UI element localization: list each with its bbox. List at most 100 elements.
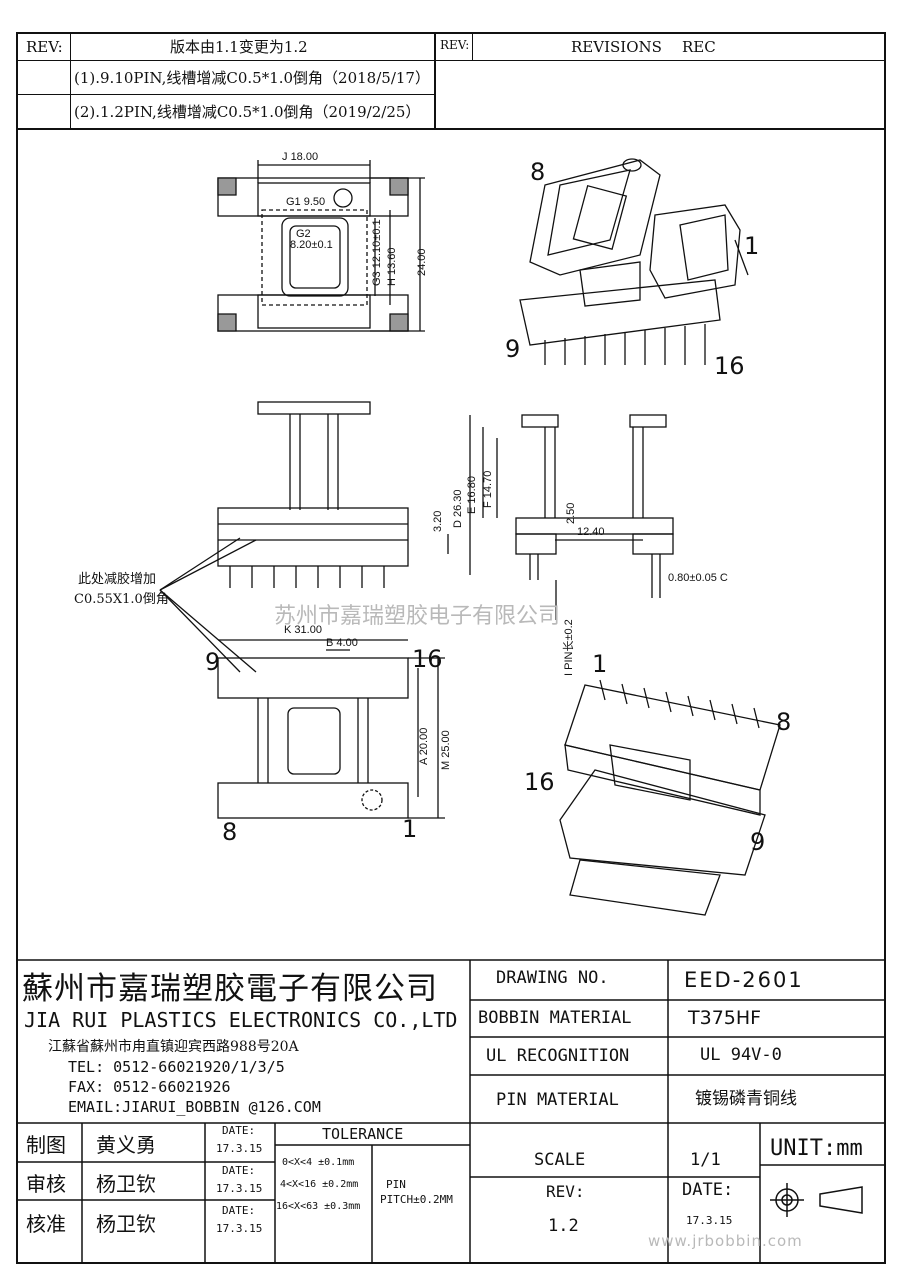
- iso-bottom-pin1: 1: [592, 650, 608, 678]
- bubble-c: C: [719, 572, 728, 584]
- ul-label: UL RECOGNITION: [486, 1046, 630, 1066]
- pin-material-value: 镀锡磷青铜线: [695, 1089, 797, 1109]
- bottom-pin1: 1: [402, 815, 418, 843]
- revisions-label: REVISIONS: [571, 38, 662, 56]
- front-view-outline: [217, 401, 409, 588]
- signoff-role-2: 审核: [26, 1172, 66, 1196]
- watermark-company: 苏州市嘉瑞塑胶电子有限公司: [274, 604, 561, 629]
- note-line-1: 此处减胶增加: [78, 572, 157, 587]
- side-dim-1240: 12.40: [577, 526, 605, 538]
- signoff-role-1: 制图: [26, 1133, 66, 1157]
- drawing-frame: [16, 32, 886, 1264]
- note-arrow-1: [159, 537, 241, 591]
- top-view-outline: [217, 160, 425, 332]
- bottom-dim-k: K 31.00: [284, 624, 322, 636]
- company-email: EMAIL:JIARUI_BOBBIN @126.COM: [68, 1098, 321, 1116]
- signoff-date-3: 17.3.15: [216, 1222, 263, 1235]
- bubble-e: E: [466, 506, 478, 514]
- side-dim-pin-length: I PIN长±0.2: [563, 619, 575, 676]
- bottom-dim-b: B 4.00: [326, 637, 358, 649]
- signoff-date-label-1: DATE:: [222, 1124, 256, 1137]
- bottom-view-outline: [217, 639, 445, 819]
- signoff-name-3: 杨卫钦: [96, 1212, 156, 1236]
- bottom-pin16: 16: [412, 645, 443, 673]
- note-line-2: C0.55X1.0倒角: [74, 592, 169, 607]
- bubble-g1: G1: [286, 196, 301, 208]
- pin-label: PIN: [386, 1178, 406, 1191]
- bubble-i: I: [563, 672, 575, 676]
- iso-bottom-pin9: 9: [750, 828, 766, 856]
- iso-bottom-drawing: [559, 679, 781, 916]
- side-dim-d: D 26.30: [452, 489, 464, 528]
- bobbin-material-label: BOBBIN MATERIAL: [478, 1008, 632, 1028]
- rec-label: REC: [682, 38, 716, 56]
- pin-material-label: PIN MATERIAL: [496, 1090, 619, 1110]
- tolerance-row-2: 4<X<16 ±0.2mm: [280, 1179, 359, 1190]
- rev-row-2: (2).1.2PIN,线槽增减C0.5*1.0倒角（2019/2/25）: [74, 103, 421, 121]
- signoff-date-2: 17.3.15: [216, 1182, 263, 1195]
- top-view-dim-h: H 13.60: [386, 247, 398, 286]
- title-block-grid: [16, 959, 886, 1264]
- unit-label: UNIT:mm: [770, 1136, 863, 1161]
- signoff-role-3: 核准: [26, 1212, 66, 1236]
- tolerance-row-1: 0<X<4 ±0.1mm: [282, 1157, 355, 1168]
- tolerance-row-3: 16<X<63 ±0.3mm: [276, 1201, 361, 1212]
- rev-value-bottom: 1.2: [548, 1216, 579, 1236]
- tolerance-title: TOLERANCE: [322, 1125, 404, 1143]
- note-arrow-3: [159, 589, 241, 673]
- bubble-f: F: [482, 501, 494, 508]
- ul-value: UL 94V-0: [700, 1045, 782, 1065]
- company-name-cn: 蘇州市嘉瑞塑胶電子有限公司: [22, 971, 438, 1007]
- pin-pitch: PITCH±0.2MM: [380, 1193, 453, 1206]
- watermark-url: www.jrbobbin.com: [648, 1232, 803, 1250]
- top-view-dim-i: 24.00: [416, 248, 428, 276]
- signoff-date-label-3: DATE:: [222, 1204, 256, 1217]
- iso-bottom-pin8: 8: [776, 708, 792, 736]
- iso-bottom-pin16: 16: [524, 768, 555, 796]
- date-label-bottom: DATE:: [682, 1180, 734, 1200]
- bubble-j: J: [282, 151, 288, 163]
- bubble-k: K: [284, 624, 292, 636]
- bubble-b: B: [326, 637, 334, 649]
- rev-row-1: (1).9.10PIN,线槽增减C0.5*1.0倒角（2018/5/17）: [74, 69, 430, 87]
- company-name-en: JIA RUI PLASTICS ELECTRONICS CO.,LTD: [24, 1008, 458, 1032]
- iso-top-pin8: 8: [530, 158, 546, 186]
- bubble-g2: G2: [296, 228, 311, 240]
- drawing-no-label: DRAWING NO.: [496, 968, 609, 988]
- bottom-dim-a: A 20.00: [418, 727, 430, 765]
- side-dim-c: 0.80±0.05 C: [668, 572, 728, 584]
- bubble-m: M: [440, 760, 452, 770]
- bottom-pin8: 8: [222, 818, 238, 846]
- signoff-date-1: 17.3.15: [216, 1142, 263, 1155]
- side-dim-250: 2.50: [565, 502, 577, 524]
- company-tel: TEL: 0512-66021920/1/3/5: [68, 1058, 285, 1076]
- top-view-dim-g1: G1 9.50: [286, 196, 326, 208]
- side-view-outline: [447, 414, 674, 620]
- company-address: 江蘇省蘇州市甪直镇迎宾西路988号20A: [48, 1039, 299, 1055]
- bubble-h: H: [386, 278, 398, 286]
- top-view-dim-g2: 8.20±0.1: [290, 239, 333, 251]
- rev-change-title: 版本由1.1变更为1.2: [170, 38, 308, 56]
- drawing-no-value: EED-2601: [684, 968, 804, 992]
- signoff-name-2: 杨卫钦: [96, 1172, 156, 1196]
- signoff-name-1: 黄义勇: [96, 1133, 156, 1157]
- note-arrow-2: [159, 539, 257, 591]
- bottom-dim-m: M 25.00: [440, 730, 452, 770]
- rev-header: REV:: [26, 38, 63, 56]
- top-view-dim-j: J 18.00: [282, 151, 319, 163]
- top-view-dim-g3: G3 12.10±0.1: [371, 219, 383, 286]
- bubble-g3: G3: [371, 271, 383, 286]
- company-fax: FAX: 0512-66021926: [68, 1078, 231, 1096]
- bobbin-material-value: T375HF: [688, 1007, 762, 1029]
- signoff-date-label-2: DATE:: [222, 1164, 256, 1177]
- scale-label: SCALE: [534, 1150, 586, 1170]
- rev-header-right: REV:: [440, 38, 470, 52]
- date-value-bottom: 17.3.15: [686, 1214, 733, 1227]
- bubble-d: D: [452, 520, 464, 528]
- bubble-a: A: [418, 758, 430, 765]
- iso-top-pin9: 9: [505, 335, 521, 363]
- iso-top-pin1: 1: [744, 232, 760, 260]
- side-dim-e: E 16.80: [466, 476, 478, 514]
- scale-value: 1/1: [690, 1150, 721, 1170]
